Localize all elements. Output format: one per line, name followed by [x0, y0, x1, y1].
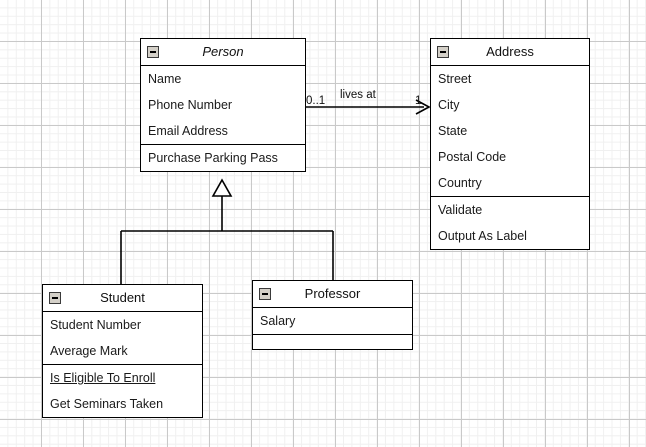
attribute-row: Country	[438, 176, 482, 190]
class-title-address: Address	[431, 39, 589, 65]
operations-compartment-student: Is Eligible To Enroll Get Seminars Taken	[43, 364, 202, 417]
class-box-address[interactable]: Address Street City State Postal Code Co…	[430, 38, 590, 250]
class-box-person[interactable]: Person Name Phone Number Email Address P…	[140, 38, 306, 172]
attribute-row: Postal Code	[438, 150, 507, 164]
attribute-row: Street	[438, 72, 472, 86]
attribute-row: Email Address	[148, 124, 228, 138]
attribute-row: Average Mark	[50, 344, 128, 358]
class-name-student: Student	[100, 290, 145, 305]
class-title-student: Student	[43, 285, 202, 311]
minus-box-icon[interactable]	[437, 46, 449, 58]
attribute-row: City	[438, 98, 460, 112]
attribute-row: Phone Number	[148, 98, 233, 112]
operations-compartment-professor	[253, 334, 412, 349]
generalization-hollow-triangle-icon	[211, 178, 233, 197]
class-name-person: Person	[202, 44, 244, 59]
operations-compartment-person: Purchase Parking Pass	[141, 144, 305, 171]
class-title-professor: Professor	[253, 281, 412, 307]
minus-box-icon[interactable]	[259, 288, 271, 300]
operation-row: Get Seminars Taken	[50, 397, 164, 411]
operation-row-empty	[253, 335, 412, 349]
attributes-compartment-address: Street City State Postal Code Country	[431, 65, 589, 196]
association-label: lives at	[340, 89, 376, 101]
operation-row-static: Is Eligible To Enroll	[50, 371, 156, 385]
attributes-compartment-person: Name Phone Number Email Address	[141, 65, 305, 144]
attribute-row: Salary	[260, 314, 296, 328]
attribute-row: State	[438, 124, 468, 138]
operation-row: Purchase Parking Pass	[148, 151, 278, 165]
attribute-row: Student Number	[50, 318, 142, 332]
operation-row: Output As Label	[438, 229, 527, 243]
minus-box-icon[interactable]	[49, 292, 61, 304]
class-title-person: Person	[141, 39, 305, 65]
class-box-student[interactable]: Student Student Number Average Mark Is E…	[42, 284, 203, 418]
attributes-compartment-professor: Salary	[253, 307, 412, 334]
operation-row: Validate	[438, 203, 483, 217]
operations-compartment-address: Validate Output As Label	[431, 196, 589, 249]
minus-box-icon[interactable]	[147, 46, 159, 58]
class-name-professor: Professor	[304, 286, 361, 301]
attributes-compartment-student: Student Number Average Mark	[43, 311, 202, 364]
class-name-address: Address	[486, 44, 534, 59]
association-target-multiplicity: 1	[415, 95, 422, 107]
class-box-professor[interactable]: Professor Salary	[252, 280, 413, 350]
association-source-multiplicity: 0..1	[306, 95, 326, 107]
attribute-row: Name	[148, 72, 182, 86]
association-open-arrow-icon	[415, 99, 431, 115]
